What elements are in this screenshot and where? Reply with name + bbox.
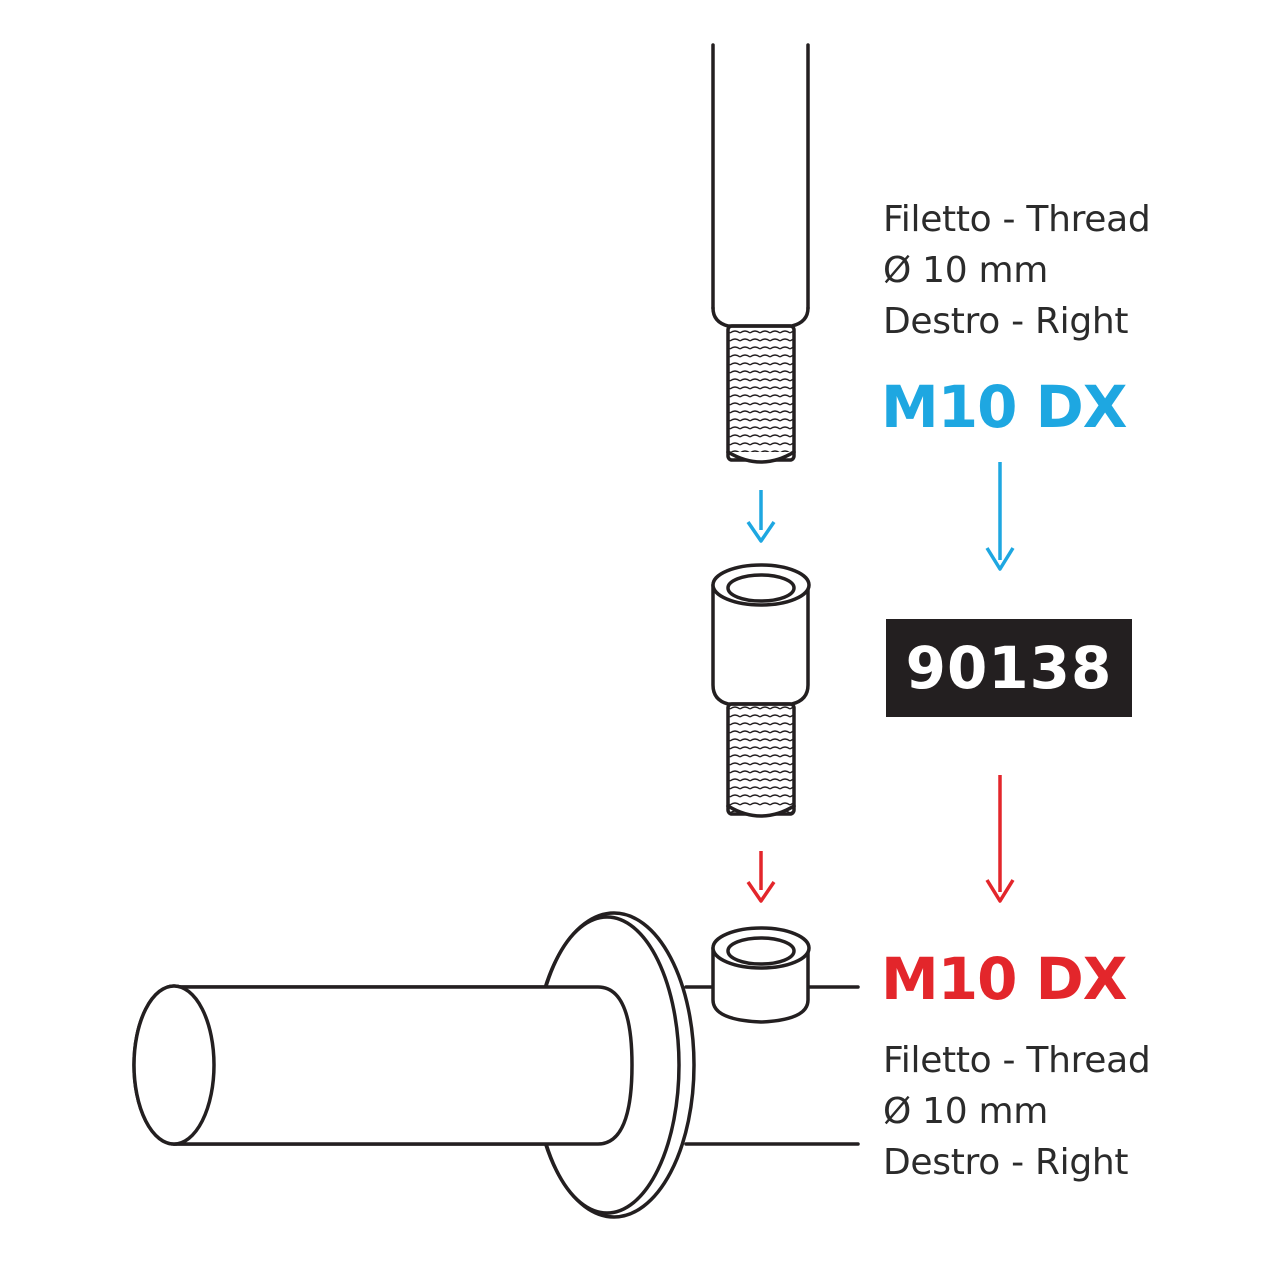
mirror-stem [711, 43, 810, 328]
arrow-stem-to-adapter [746, 490, 776, 543]
bottom-thread-spec: Filetto - Thread Ø 10 mm Destro - Right [883, 1035, 1151, 1188]
handlebar [132, 911, 860, 1219]
bottom-spec-line-3: Destro - Right [883, 1142, 1129, 1183]
arrow-top-code-to-part [985, 462, 1015, 571]
part-number: 90138 [905, 634, 1113, 702]
arrow-part-to-bottom-code [985, 775, 1015, 903]
handlebar-clamp-boss [711, 926, 811, 1024]
top-spec-line-1: Filetto - Thread [883, 199, 1151, 240]
top-thread-code: M10 DX [881, 373, 1127, 441]
bottom-spec-line-2: Ø 10 mm [883, 1091, 1049, 1132]
bottom-thread-code: M10 DX [881, 945, 1127, 1013]
top-spec-line-3: Destro - Right [883, 301, 1129, 342]
top-spec-line-2: Ø 10 mm [883, 250, 1049, 291]
top-thread-spec: Filetto - Thread Ø 10 mm Destro - Right [883, 194, 1151, 347]
arrow-adapter-to-handlebar [746, 851, 776, 903]
bottom-spec-line-1: Filetto - Thread [883, 1040, 1151, 1081]
top-threaded-bolt [726, 324, 796, 464]
part-number-badge: 90138 [886, 619, 1132, 717]
adapter-90138 [711, 563, 811, 818]
